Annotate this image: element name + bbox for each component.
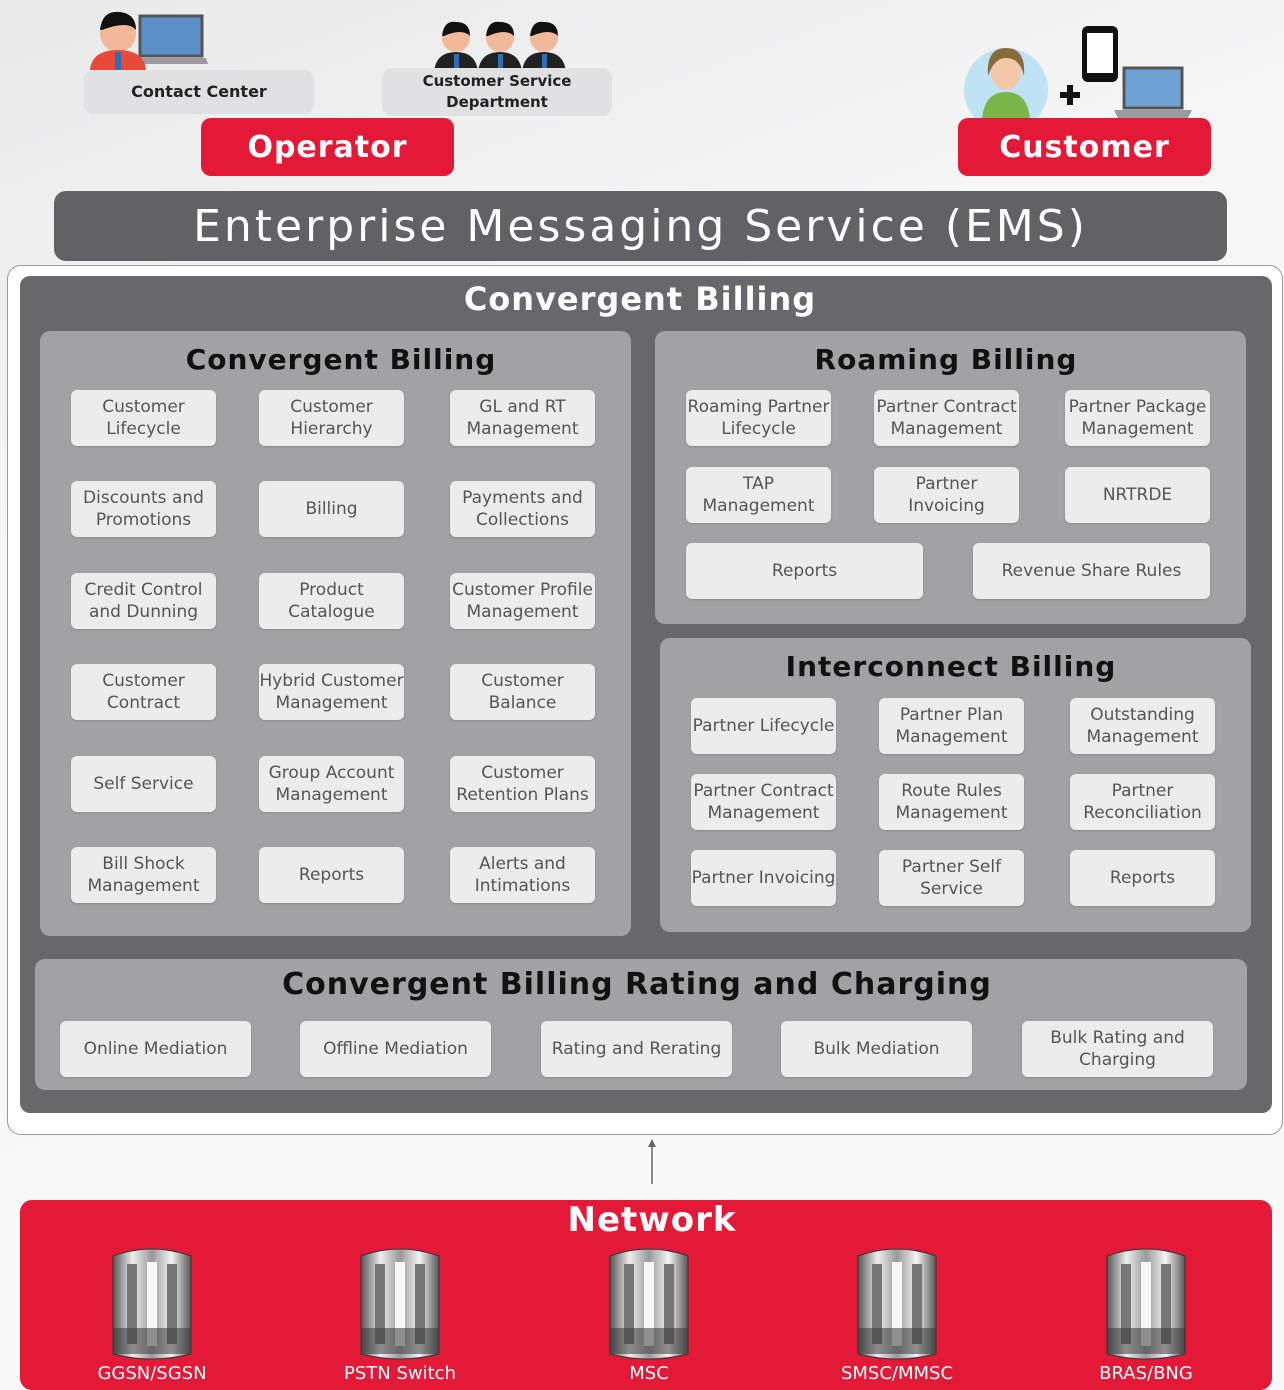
module-bulk-rating-and-charging: Bulk Rating and Charging <box>1022 1021 1213 1077</box>
module-product-catalogue: Product Catalogue <box>259 573 404 629</box>
module-partner-plan-management: Partner Plan Management <box>879 698 1024 754</box>
module-roaming-partner-lifecycle: Roaming Partner Lifecycle <box>686 390 831 446</box>
module-offline-mediation: Offline Mediation <box>300 1021 491 1077</box>
module-customer-contract: Customer Contract <box>71 664 216 720</box>
server-icon <box>112 1248 192 1360</box>
customer-service-department-label: Customer Service Department <box>382 68 612 116</box>
module-customer-balance: Customer Balance <box>450 664 595 720</box>
module-partner-invoicing: Partner Invoicing <box>691 850 836 906</box>
module-customer-lifecycle: Customer Lifecycle <box>71 390 216 446</box>
module-outstanding-management: Outstanding Management <box>1070 698 1215 754</box>
contact-center-label: Contact Center <box>84 70 314 114</box>
server-icon <box>857 1248 937 1360</box>
module-hybrid-customer-management: Hybrid Customer Management <box>259 664 404 720</box>
network-node-bras-bng: BRAS/BNG <box>1099 1363 1193 1384</box>
module-tap-management: TAP Management <box>686 467 831 523</box>
roaming-billing-panel: Roaming Billing Roaming Partner Lifecycl… <box>655 331 1246 624</box>
network-node-pstn-switch: PSTN Switch <box>344 1363 456 1384</box>
module-credit-control-and-dunning: Credit Control and Dunning <box>71 573 216 629</box>
module-revenue-share-rules: Revenue Share Rules <box>973 543 1210 599</box>
module-alerts-and-intimations: Alerts and Intimations <box>450 847 595 903</box>
module-customer-profile-management: Customer Profile Management <box>450 573 595 629</box>
interconnect-billing-title: Interconnect Billing <box>785 650 1117 683</box>
module-self-service: Self Service <box>71 756 216 812</box>
module-gl-and-rt-management: GL and RT Management <box>450 390 595 446</box>
network-title: Network <box>567 1200 737 1240</box>
module-partner-reconciliation: Partner Reconciliation <box>1070 774 1215 830</box>
module-discounts-and-promotions: Discounts and Promotions <box>71 481 216 537</box>
module-route-rules-management: Route Rules Management <box>879 774 1024 830</box>
module-group-account-management: Group Account Management <box>259 756 404 812</box>
module-nrtrde: NRTRDE <box>1065 467 1210 523</box>
module-partner-package-management: Partner Package Management <box>1065 390 1210 446</box>
network-node-smsc-mmsc: SMSC/MMSC <box>840 1363 954 1384</box>
module-bulk-mediation: Bulk Mediation <box>781 1021 972 1077</box>
ems-bar: Enterprise Messaging Service (EMS) <box>54 191 1227 261</box>
roaming-billing-title: Roaming Billing <box>814 343 1078 376</box>
module-partner-contract-management: Partner Contract Management <box>874 390 1019 446</box>
module-customer-hierarchy: Customer Hierarchy <box>259 390 404 446</box>
module-billing: Billing <box>259 481 404 537</box>
module-partner-self-service: Partner Self Service <box>879 850 1024 906</box>
network-node-msc: MSC <box>629 1363 669 1384</box>
network-to-billing-arrow <box>648 1139 656 1184</box>
contact-center-agent-icon <box>90 11 208 70</box>
server-icon <box>609 1248 689 1360</box>
module-reports: Reports <box>686 543 923 599</box>
module-payments-and-collections: Payments and Collections <box>450 481 595 537</box>
rating-charging-title: Convergent Billing Rating and Charging <box>282 967 992 1002</box>
module-reports: Reports <box>1070 850 1215 906</box>
module-customer-retention-plans: Customer Retention Plans <box>450 756 595 812</box>
module-bill-shock-management: Bill Shock Management <box>71 847 216 903</box>
module-online-mediation: Online Mediation <box>60 1021 251 1077</box>
server-icon <box>360 1248 440 1360</box>
convergent-billing-title: Convergent Billing <box>185 343 497 376</box>
network-panel: Network GGSN/SGSN PSTN Switch MSC SMSC/MMSC… <box>20 1200 1272 1390</box>
network-node-ggsn-sgsn: GGSN/SGSN <box>97 1363 207 1384</box>
module-partner-lifecycle: Partner Lifecycle <box>691 698 836 754</box>
customer-devices-icon <box>964 26 1192 122</box>
main-title: Convergent Billing <box>463 280 817 318</box>
server-icon <box>1106 1248 1186 1360</box>
module-partner-invoicing: Partner Invoicing <box>874 467 1019 523</box>
module-rating-and-rerating: Rating and Rerating <box>541 1021 732 1077</box>
rating-charging-panel: Convergent Billing Rating and Charging O… <box>35 959 1247 1090</box>
customer-badge: Customer <box>958 118 1211 176</box>
module-reports: Reports <box>259 847 404 903</box>
customer-service-team-icon <box>434 21 566 72</box>
module-partner-contract-management: Partner Contract Management <box>691 774 836 830</box>
operator-badge: Operator <box>201 118 454 176</box>
